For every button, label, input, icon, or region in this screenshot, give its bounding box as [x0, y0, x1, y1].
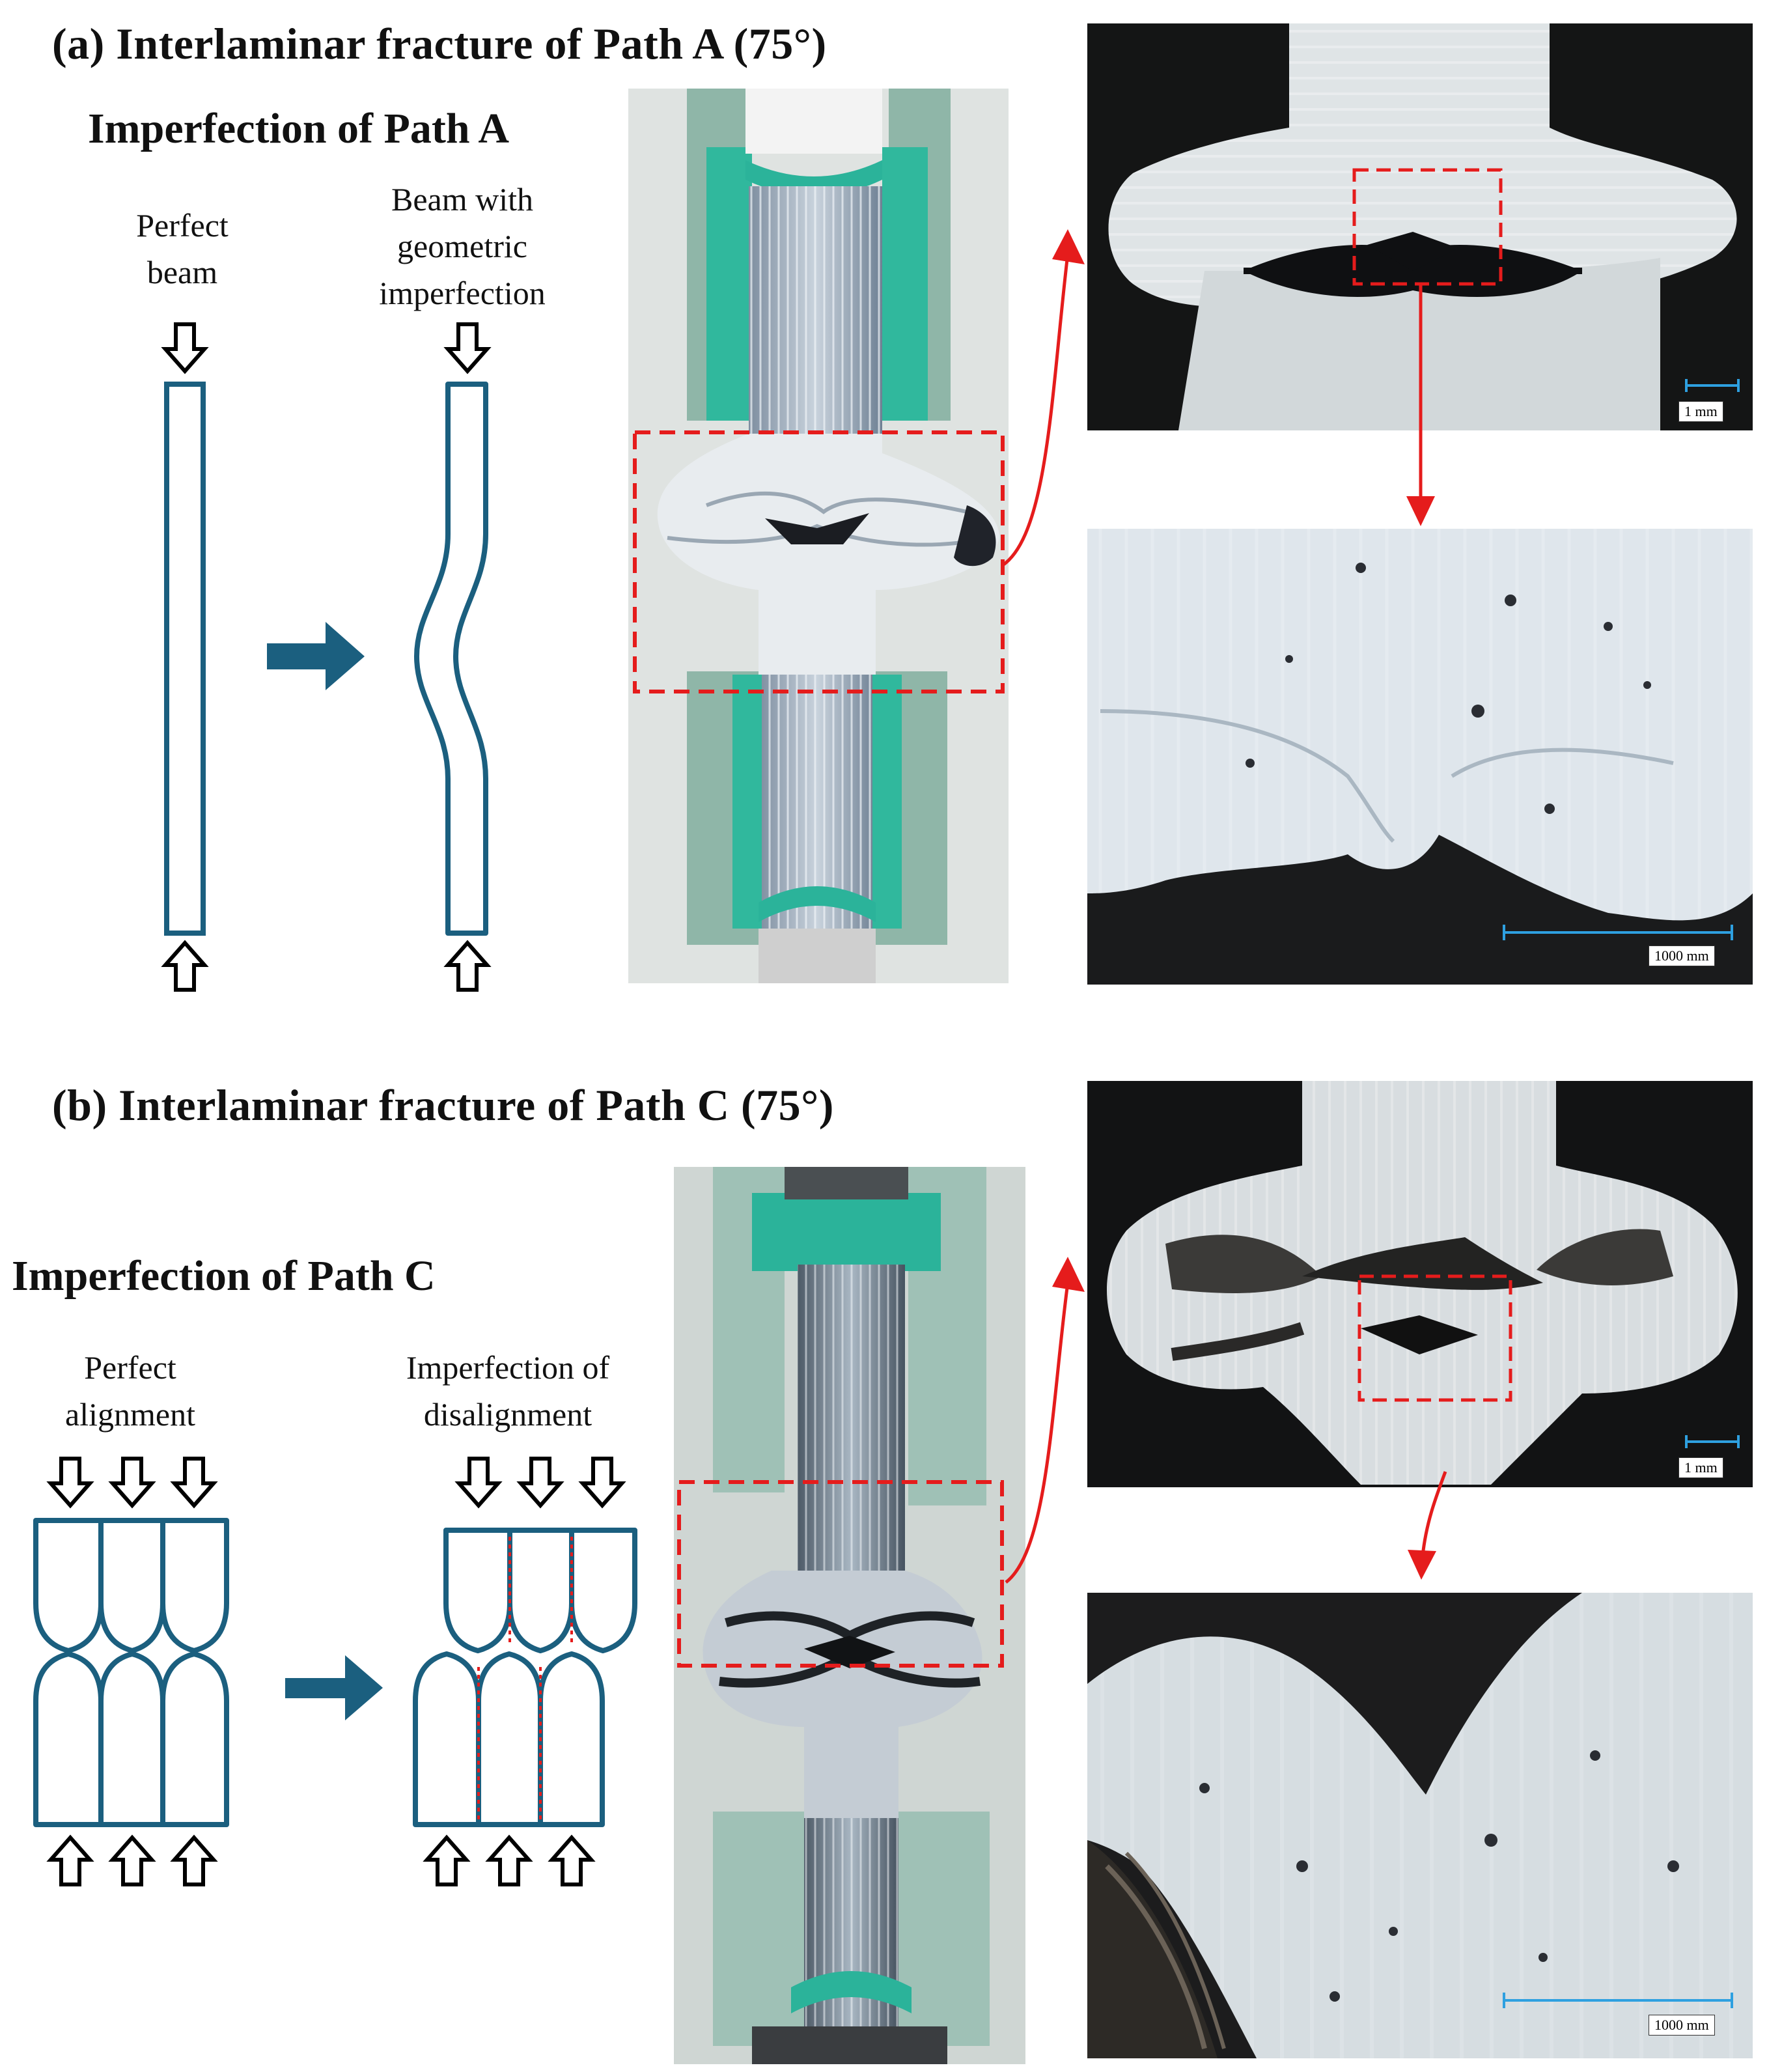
specimen-photo-a — [628, 89, 1009, 983]
label-perfect-alignment: Perfect alignment — [65, 1349, 195, 1433]
transition-arrow-icon — [267, 622, 365, 690]
specimen-photo-b — [674, 1167, 1025, 2064]
zoom-region-box — [1357, 1274, 1512, 1402]
path-a-beam-schematic — [0, 313, 625, 1003]
panel-a-subtitle: Imperfection of Path A — [88, 105, 510, 152]
panel-b-title: (b) Interlaminar fracture of Path C (75°… — [52, 1080, 834, 1130]
panel-a-title: (a) Interlaminar fracture of Path A (75°… — [52, 19, 827, 68]
perfect-beam — [164, 382, 206, 936]
label-perfect-beam: Perfect beam — [136, 207, 229, 290]
transition-arrow-icon — [285, 1655, 383, 1720]
scale-label: 1 mm — [1678, 1457, 1723, 1478]
zoom-region-box — [633, 430, 1005, 693]
micrograph-a-detail: 1000 mm — [1087, 529, 1753, 985]
label-beam-imperfection: Beam with geometric imperfection — [379, 181, 546, 311]
scale-label: 1000 mm — [1649, 2015, 1715, 2036]
zoom-region-box — [677, 1480, 1004, 1668]
connector-arrows-b — [1005, 1257, 1447, 1584]
panel-b-subtitle: Imperfection of Path C — [12, 1252, 436, 1300]
micrograph-b-overview: 1 mm — [1087, 1081, 1753, 1487]
scale-label: 1000 mm — [1649, 945, 1715, 966]
connector-arrows-a — [1001, 229, 1435, 567]
zoom-region-box — [1352, 168, 1503, 286]
micrograph-b-detail: 1000 mm — [1087, 1593, 1753, 2058]
label-disalignment: Imperfection of disalignment — [406, 1349, 610, 1433]
path-c-alignment-schematic — [33, 1452, 637, 1908]
scale-label: 1 mm — [1678, 401, 1723, 422]
imperfect-beam — [414, 382, 488, 936]
